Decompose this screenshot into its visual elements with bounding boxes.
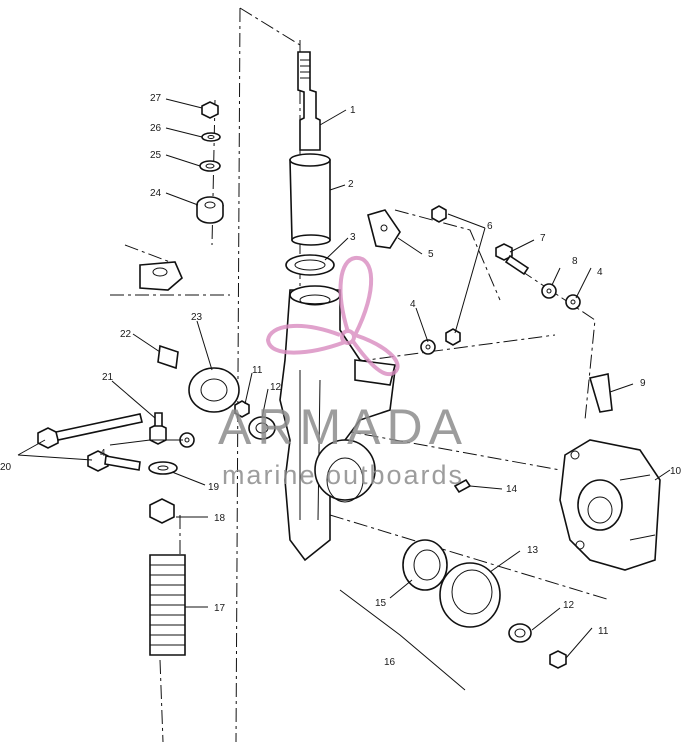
callout-11: 11 xyxy=(598,626,609,637)
callout-3: 3 xyxy=(350,232,356,243)
callout-24: 24 xyxy=(150,188,162,199)
part-6-nuts xyxy=(431,205,461,346)
callout-23: 23 xyxy=(191,312,203,323)
part-27-nut xyxy=(201,101,219,119)
callout-2: 2 xyxy=(348,179,354,190)
propeller-blade-right xyxy=(350,333,400,377)
callout-27: 27 xyxy=(150,93,162,104)
part-19-washer xyxy=(148,461,178,475)
callout-20: 20 xyxy=(0,462,12,473)
propeller-blade-left xyxy=(265,323,346,355)
callout-8: 8 xyxy=(572,256,578,267)
callout-25: 25 xyxy=(150,150,162,161)
part-21-stud xyxy=(149,412,167,445)
callout-21: 21 xyxy=(102,372,114,383)
part-12-rings xyxy=(248,416,532,643)
callout-7: 7 xyxy=(540,233,546,244)
callout-26: 26 xyxy=(150,123,162,134)
callout-13: 13 xyxy=(527,545,539,556)
part-22-fitting xyxy=(157,344,179,370)
propeller-logo xyxy=(265,255,400,377)
propeller-hub xyxy=(340,329,356,345)
part-13-bearing xyxy=(439,562,501,628)
callout-19: 19 xyxy=(208,482,220,493)
part-25-washer xyxy=(199,160,221,172)
part-5-plate xyxy=(367,209,401,249)
callout-labels: 1 2 3 4 5 6 7 8 4 9 10 11 12 13 14 15 16… xyxy=(0,93,682,668)
part-18-nut xyxy=(149,498,175,524)
leader-lines xyxy=(17,98,671,691)
callout-5: 5 xyxy=(428,249,434,260)
part-1-shaft xyxy=(297,51,321,151)
callout-11b: 11 xyxy=(252,365,263,376)
watermark-brand-text: ARMADA xyxy=(218,399,468,455)
callout-18: 18 xyxy=(214,513,226,524)
callout-15: 15 xyxy=(375,598,387,609)
part-2-sleeve xyxy=(289,153,331,246)
part-24-nut xyxy=(196,196,224,224)
part-17-spring xyxy=(149,554,186,656)
part-10-caliper xyxy=(559,439,661,571)
callout-1: 1 xyxy=(350,105,356,116)
part-4-washers xyxy=(179,294,581,448)
callout-22: 22 xyxy=(120,329,132,340)
upper-mount-plate xyxy=(139,261,183,291)
part-9-key xyxy=(588,373,613,413)
callout-14: 14 xyxy=(506,484,518,495)
brand-watermark: ARMADA marine outboards xyxy=(218,255,468,490)
watermark-tagline-text: marine outboards xyxy=(222,460,464,490)
part-26-washer xyxy=(201,132,221,142)
callout-4: 4 xyxy=(410,299,416,310)
part-15-seal xyxy=(402,539,448,591)
callout-16: 16 xyxy=(384,657,396,668)
part-11-nuts xyxy=(234,400,567,669)
callout-4b: 4 xyxy=(597,267,603,278)
callout-9: 9 xyxy=(640,378,646,389)
propeller-blade-top xyxy=(338,255,374,336)
part-3-ring xyxy=(285,254,335,276)
callout-4c: 4 xyxy=(100,448,106,459)
callout-12b: 12 xyxy=(270,382,282,393)
callout-10: 10 xyxy=(670,466,682,477)
part-7-bolt xyxy=(495,243,530,276)
callout-12: 12 xyxy=(563,600,575,611)
part-23-seal xyxy=(188,367,240,413)
part-20-bolts xyxy=(37,413,143,472)
steering-bracket-housing xyxy=(279,285,396,562)
callout-17: 17 xyxy=(214,603,226,614)
callout-6: 6 xyxy=(487,221,493,232)
part-8-washer xyxy=(541,283,557,299)
